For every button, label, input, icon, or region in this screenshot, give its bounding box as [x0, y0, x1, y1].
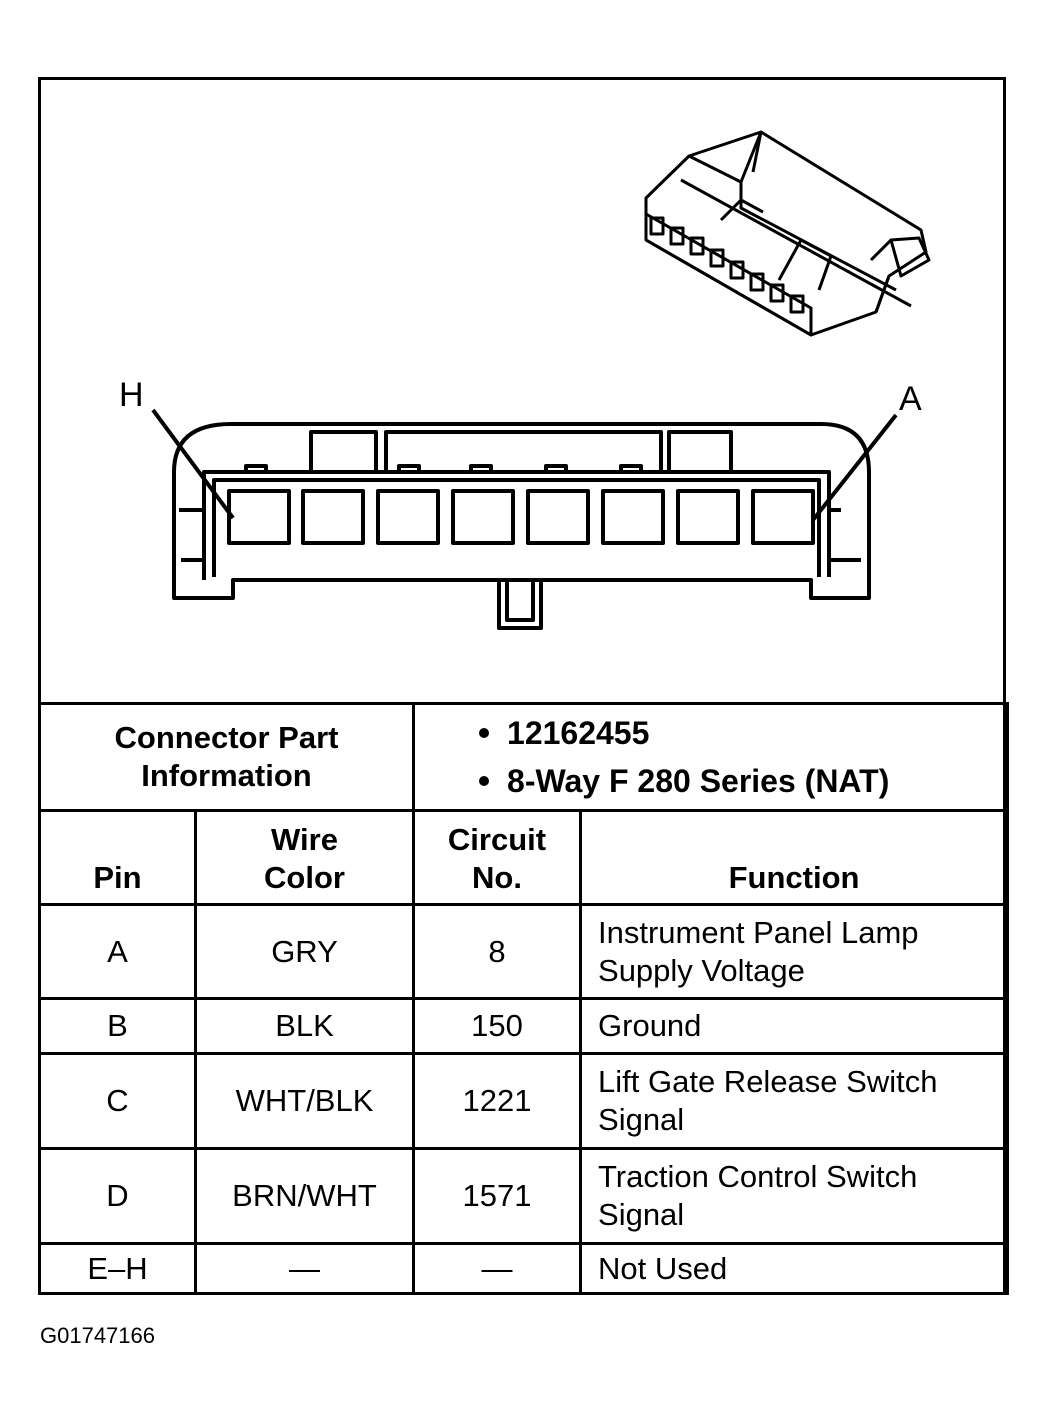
- wire-color-cell: WHT/BLK: [193, 1052, 416, 1150]
- header-circuit-no: Circuit No.: [412, 809, 583, 906]
- part-series-item: 8-Way F 280 Series (NAT): [415, 757, 1006, 805]
- diagram-frame: H A: [38, 77, 1006, 1295]
- pin-cell: C: [38, 1052, 197, 1150]
- function-cell: Traction Control Switch Signal: [579, 1147, 1010, 1245]
- pinout-table: Connector Part Information 12162455 8-Wa…: [37, 702, 1010, 1295]
- function-cell: Not Used: [579, 1242, 1010, 1295]
- function-cell: Ground: [579, 997, 1010, 1055]
- figure-code: G01747166: [40, 1323, 155, 1348]
- wire-color-cell: BLK: [193, 997, 416, 1055]
- connector-3d-icon: [644, 130, 931, 337]
- table-row: C WHT/BLK 1221 Lift Gate Release Switch …: [38, 1052, 1010, 1150]
- header-wire-color: Wire Color: [193, 809, 416, 906]
- part-numbers: 12162455 8-Way F 280 Series (NAT): [412, 702, 1010, 812]
- header-pin: Pin: [38, 809, 197, 906]
- circuit-cell: —: [412, 1242, 583, 1295]
- connector-diagram: H A: [41, 80, 1009, 784]
- table-row: E–H — — Not Used: [38, 1242, 1010, 1295]
- function-cell: Instrument Panel Lamp Supply Voltage: [579, 903, 1010, 1000]
- wire-color-cell: —: [193, 1242, 416, 1295]
- connector-face-icon: [151, 408, 898, 630]
- table-row: B BLK 150 Ground: [38, 997, 1010, 1055]
- table-row: D BRN/WHT 1571 Traction Control Switch S…: [38, 1147, 1010, 1245]
- header-function: Function: [579, 809, 1010, 906]
- header-row: Pin Wire Color Circuit No. Function: [38, 809, 1010, 906]
- table-row: A GRY 8 Instrument Panel Lamp Supply Vol…: [38, 903, 1010, 1000]
- pin-label-a: A: [899, 380, 922, 418]
- function-cell: Lift Gate Release Switch Signal: [579, 1052, 1010, 1150]
- pin-cell: E–H: [38, 1242, 197, 1295]
- circuit-cell: 1221: [412, 1052, 583, 1150]
- part-number-item: 12162455: [415, 709, 1006, 757]
- pin-label-h: H: [119, 376, 144, 414]
- pin-cell: D: [38, 1147, 197, 1245]
- wire-color-cell: BRN/WHT: [193, 1147, 416, 1245]
- part-info-row: Connector Part Information 12162455 8-Wa…: [37, 702, 1010, 812]
- wire-color-cell: GRY: [193, 903, 416, 1000]
- pin-cell: A: [38, 903, 197, 1000]
- circuit-cell: 150: [412, 997, 583, 1055]
- circuit-cell: 8: [412, 903, 583, 1000]
- pin-cell: B: [38, 997, 197, 1055]
- part-info-label: Connector Part Information: [37, 702, 416, 812]
- circuit-cell: 1571: [412, 1147, 583, 1245]
